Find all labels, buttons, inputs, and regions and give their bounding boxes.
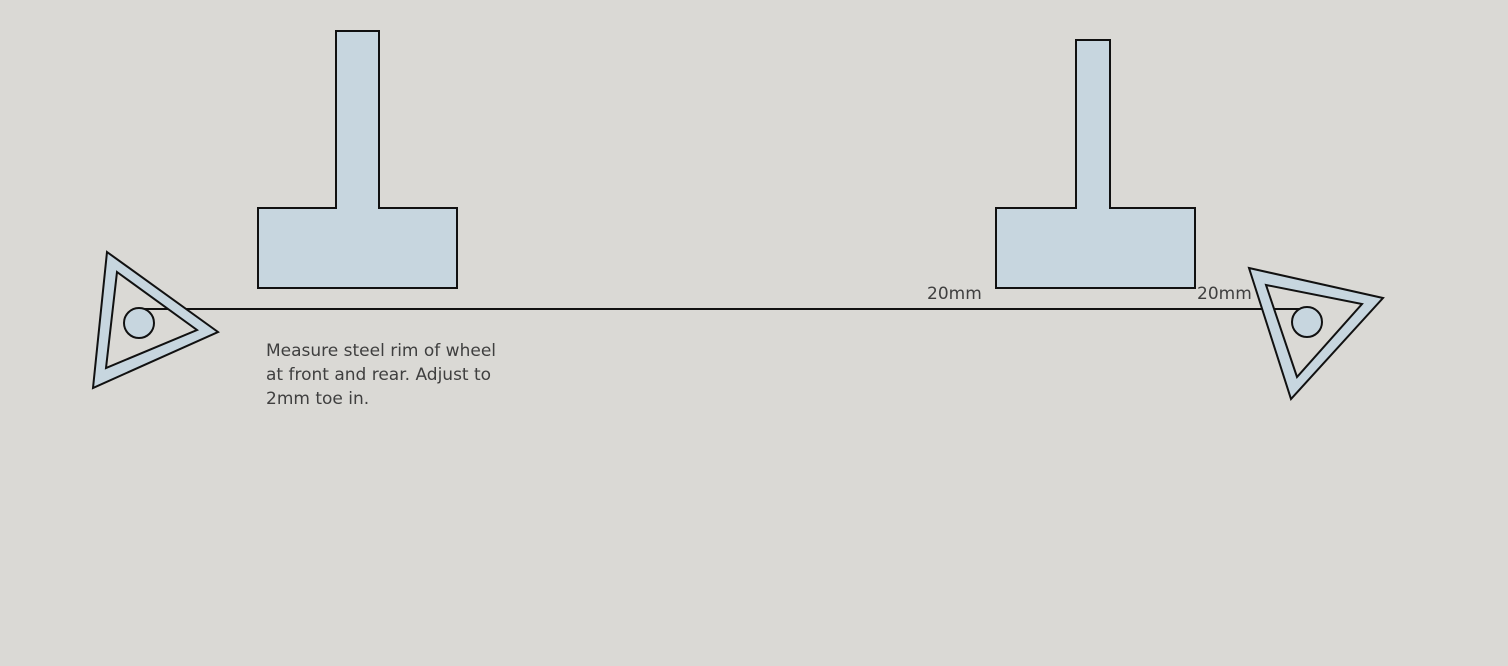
right-wheel-assembly bbox=[995, 39, 1196, 289]
right-anchor-triangle bbox=[1247, 266, 1385, 401]
left-wheel-assembly bbox=[257, 30, 458, 289]
left-triangle-frame bbox=[91, 250, 220, 390]
dimension-label-rear: 20mm bbox=[1197, 284, 1252, 304]
left-anchor-triangle bbox=[91, 250, 220, 390]
left-wheel-outline bbox=[257, 30, 458, 289]
left-peg-circle bbox=[123, 307, 155, 339]
right-peg-circle bbox=[1291, 306, 1323, 338]
right-triangle-frame bbox=[1247, 266, 1385, 401]
measurement-instruction-note: Measure steel rim of wheel at front and … bbox=[266, 339, 496, 411]
right-wheel-outline bbox=[995, 39, 1196, 289]
note-line: at front and rear. Adjust to bbox=[266, 365, 492, 385]
note-line: 2mm toe in. bbox=[266, 389, 370, 409]
dimension-label-front: 20mm bbox=[927, 284, 982, 304]
note-line: Measure steel rim of wheel bbox=[266, 341, 497, 361]
